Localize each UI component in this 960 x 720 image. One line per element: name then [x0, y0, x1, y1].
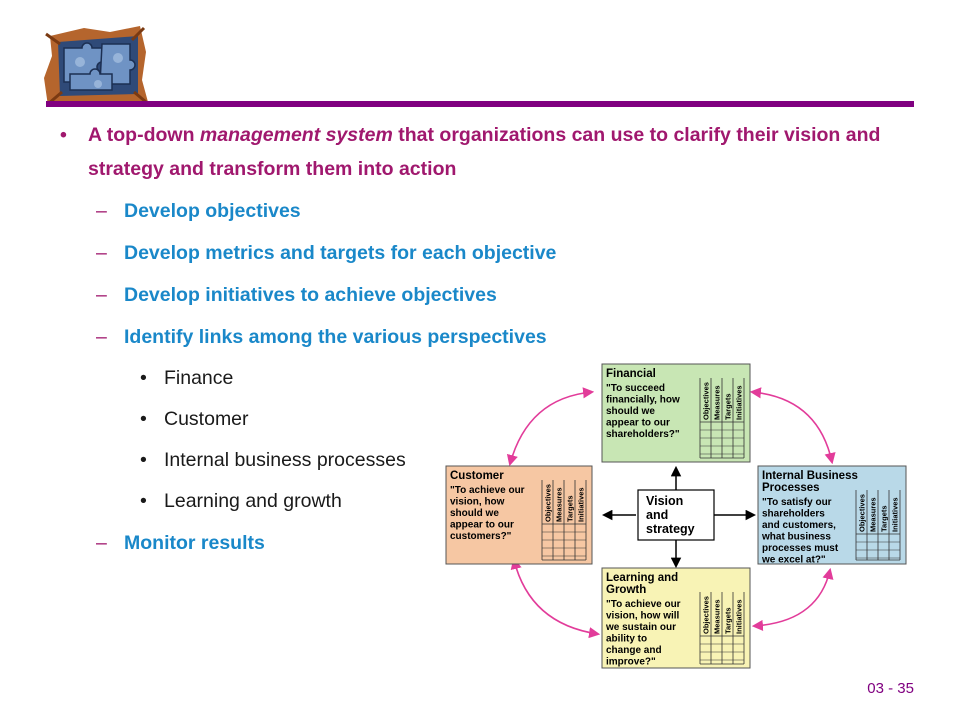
sub-item-objectives: –Develop objectives [96, 200, 301, 222]
column-label: Measures [869, 497, 878, 532]
column-label: Initiatives [735, 599, 744, 634]
learning-question-line: we sustain our [605, 622, 676, 633]
bullet-dot: • [60, 124, 67, 146]
financial-question-line: should we [606, 406, 655, 417]
column-label: Objectives [702, 596, 711, 634]
internal-question-line: and customers, [762, 520, 836, 531]
internal-question-line: shareholders [762, 509, 825, 520]
column-label: Objectives [544, 484, 553, 522]
column-label: Initiatives [577, 487, 586, 522]
main-bullet-text-post: that organizations can use to clarify th… [88, 124, 881, 180]
vision-strategy-box [637, 489, 715, 541]
internal-question-line: we excel at?" [761, 555, 826, 566]
column-label: Measures [713, 599, 722, 634]
internal-question-line: "To satisfy our [762, 497, 832, 508]
learning-question-line: "To achieve our [606, 599, 681, 610]
internal-title: Processes [762, 482, 820, 494]
column-label: Targets [724, 607, 733, 634]
perspective-customer: •Customer [140, 408, 249, 430]
column-label: Initiatives [891, 497, 900, 532]
customer-question-line: appear to our [450, 520, 514, 531]
column-label: Targets [880, 505, 889, 532]
internal-title: Internal Business [762, 470, 858, 482]
arrow-internal-learning [751, 567, 834, 632]
header-rule [46, 101, 914, 107]
sub-item-initiatives: –Develop initiatives to achieve objectiv… [96, 284, 497, 306]
learning-question-line: change and [606, 645, 662, 656]
column-label: Targets [724, 393, 733, 420]
column-label: Measures [555, 487, 564, 522]
internal-question-line: what business [761, 532, 831, 543]
column-label: Objectives [702, 382, 711, 420]
main-bullet-text-pre: A top-down [88, 124, 200, 146]
arrow-financial-internal [749, 387, 836, 465]
customer-question-line: customers?" [450, 531, 512, 542]
sub-item-links: –Identify links among the various perspe… [96, 326, 547, 348]
customer-title: Customer [450, 470, 504, 482]
column-label: Targets [566, 495, 575, 522]
column-label: Measures [713, 385, 722, 420]
column-label: Objectives [858, 494, 867, 532]
financial-title: Financial [606, 368, 656, 380]
financial-question-line: financially, how [606, 395, 680, 406]
main-bullet-emphasis: management system [199, 124, 393, 146]
perspective-internal: •Internal business processes [140, 449, 406, 471]
financial-question-line: appear to our [606, 418, 670, 429]
perspective-finance: •Finance [140, 367, 234, 389]
customer-question-line: should we [450, 508, 499, 519]
sub-item-monitor: –Monitor results [96, 532, 265, 554]
learning-question-line: ability to [606, 634, 647, 645]
internal-question-line: processes must [762, 543, 839, 554]
customer-question-line: "To achieve our [450, 485, 525, 496]
learning-title: Growth [606, 584, 646, 596]
perspective-learning: •Learning and growth [140, 490, 342, 512]
column-label: Initiatives [735, 385, 744, 420]
puzzle-logo [40, 22, 152, 108]
customer-question-line: vision, how [450, 497, 505, 508]
financial-question-line: shareholders?" [606, 429, 680, 440]
learning-question-line: vision, how will [606, 611, 680, 622]
learning-question-line: improve?" [606, 657, 656, 668]
arrow-learning-customer [510, 557, 601, 639]
arrow-customer-financial [506, 387, 595, 467]
financial-question-line: "To succeed [606, 383, 665, 394]
learning-title: Learning and [606, 572, 678, 584]
sub-item-metrics: –Develop metrics and targets for each ob… [96, 242, 557, 264]
bullet-list: • A top-down management system that orga… [58, 118, 898, 564]
main-bullet: • A top-down management system that orga… [58, 118, 898, 186]
page-number: 03 - 35 [867, 680, 914, 697]
